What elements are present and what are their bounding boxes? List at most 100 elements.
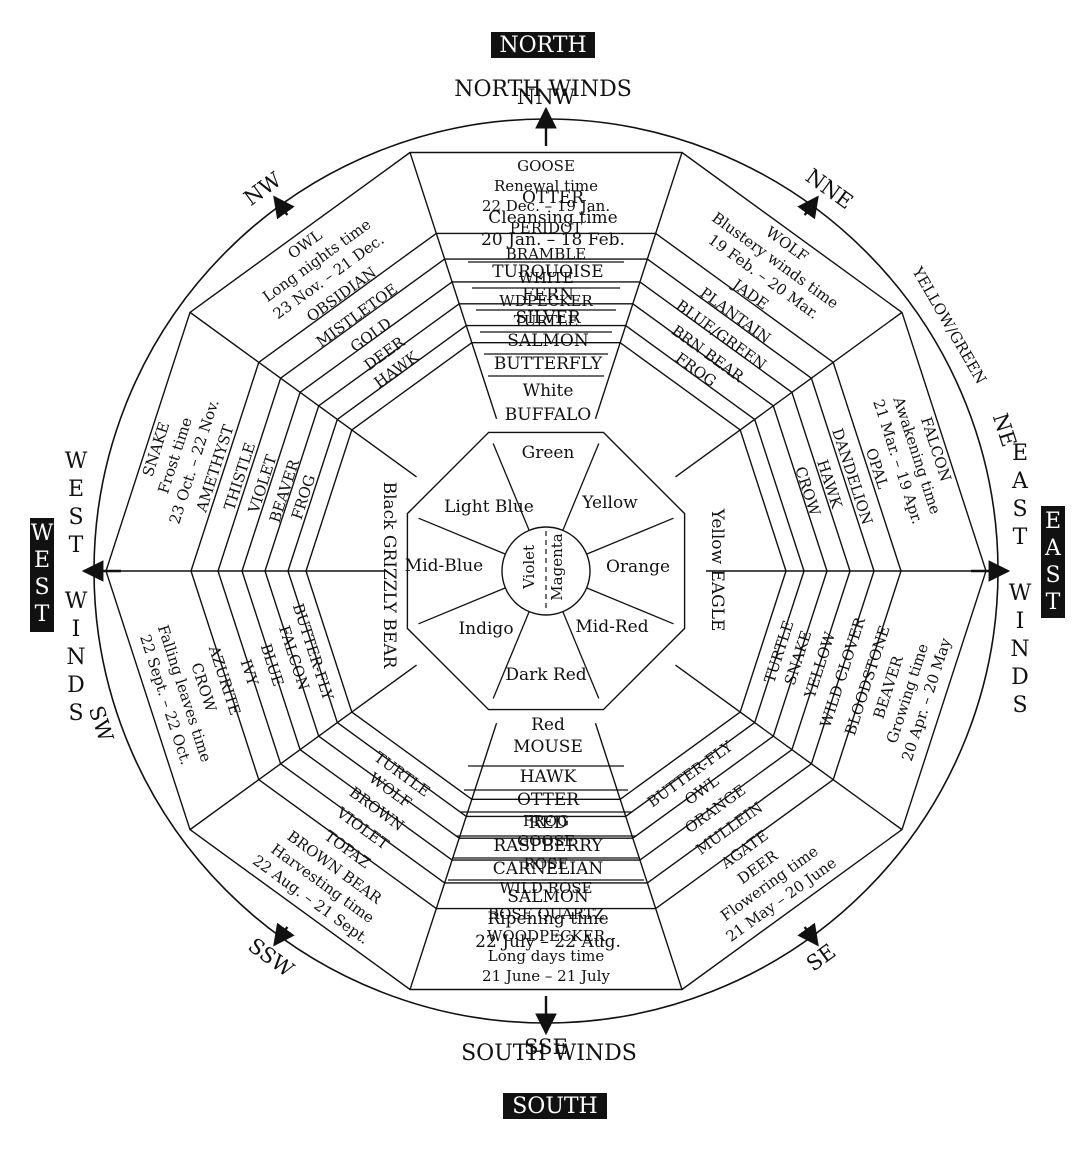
spoke-7 — [189, 664, 417, 831]
colour-ring-7: Light Blue — [444, 497, 534, 517]
sector-9-direction: NNW — [517, 85, 576, 109]
sse-arrow — [797, 922, 819, 947]
east-winds-char-6: I — [1016, 609, 1025, 634]
south-winds-label: SOUTH WINDS — [461, 1041, 637, 1066]
north-ring-3: SALMON — [507, 331, 589, 351]
sector-4-ring-1: WILD ROSE — [500, 879, 593, 897]
west-winds-char-5: W — [65, 589, 88, 614]
south-ring-2: RED — [529, 813, 568, 833]
east-badge-char-3: T — [1046, 590, 1061, 615]
south-ring-1: RASPBERRY — [493, 836, 603, 856]
west-winds-char-1: E — [68, 477, 84, 502]
east-winds-char-8: D — [1011, 665, 1029, 690]
sector-4-direction: SSE — [524, 1035, 568, 1059]
east-winds-char-1: A — [1011, 469, 1029, 494]
east-winds-char-3: T — [1013, 525, 1028, 550]
north-head-0: OTTER — [522, 188, 585, 208]
east-winds-char-5: W — [1009, 581, 1032, 606]
sector-4-ring-3: GOOSE — [517, 832, 575, 850]
sector-4-head-1: Long days time — [488, 947, 605, 965]
svg-text:NORTH: NORTH — [499, 33, 586, 58]
spoke-5 — [594, 722, 683, 990]
west-winds-char-6: I — [72, 617, 81, 642]
nne-arrow — [797, 195, 819, 220]
octagon-spoke-6 — [418, 517, 506, 555]
nnw-arrow — [273, 195, 295, 220]
south-ring-0: CARNELIAN — [493, 859, 604, 879]
colour-ring-6: Mid-Blue — [405, 556, 483, 576]
octagon-spoke-0 — [562, 443, 600, 531]
north-ring-4: BUTTERFLY — [494, 354, 603, 374]
octagon-spoke-3 — [562, 611, 600, 699]
sector-9-ring-1: BRAMBLE — [506, 245, 586, 263]
guardian-north-a: White — [523, 381, 574, 401]
sector-6-direction: SW — [84, 703, 118, 745]
centre-right: Magenta — [548, 533, 566, 600]
spoke-1 — [594, 152, 683, 420]
colour-ring-2: Orange — [606, 557, 670, 577]
center-circle — [501, 526, 591, 616]
sector-4-ring-4: FROG — [523, 812, 569, 830]
octagon-spoke-5 — [418, 587, 506, 625]
west-badge-char-3: T — [35, 602, 50, 627]
sector-6-ring-1: IVY — [237, 657, 263, 689]
sector-9-ring-0: PERIDOT — [510, 219, 583, 237]
north-ring-0: TURQUOISE — [492, 262, 603, 282]
east-winds-char-0: E — [1012, 441, 1028, 466]
colour-ring-4: Dark Red — [505, 665, 586, 685]
sector-9-head-0: GOOSE — [517, 157, 575, 175]
octagon-spoke-4 — [492, 611, 530, 699]
sector-9-head-1: Renewal time — [494, 177, 598, 195]
south-head-0: SALMON — [507, 887, 589, 907]
guardian-south-b: MOUSE — [513, 737, 583, 757]
spoke-0 — [409, 152, 498, 420]
west-winds-char-0: W — [65, 449, 88, 474]
south-ring-3: OTTER — [517, 790, 580, 810]
west-badge-char-1: E — [34, 548, 50, 573]
sector-4-head-0: WOODPECKER — [487, 927, 606, 945]
north-ring-2: SILVER — [515, 308, 581, 328]
colour-ring-1: Yellow — [581, 493, 638, 513]
sector-3-direction: SE — [802, 939, 840, 976]
guardian-north-b: BUFFALO — [505, 405, 591, 425]
inner-octagon — [406, 431, 686, 711]
north-winds-label: NORTH WINDS — [454, 77, 632, 102]
ring-line-0 — [105, 151, 987, 991]
south-head-2: 22 July – 22 Aug. — [475, 932, 621, 952]
spoke-2 — [675, 311, 903, 478]
west-winds-char-3: T — [69, 533, 84, 558]
colour-ring-0: Green — [522, 443, 575, 463]
sector-9-ring-3: WDPECKER — [499, 292, 593, 310]
west-winds-char-8: D — [67, 673, 85, 698]
guardian-south-a: Red — [531, 715, 565, 735]
south-ring-4: HAWK — [520, 767, 577, 787]
north-head-2: 20 Jan. – 18 Feb. — [481, 230, 625, 250]
sector-4-head-2: 21 June – 21 July — [482, 967, 610, 985]
west-badge-char-0: W — [31, 521, 54, 546]
sector-9-ring-2: WHITE — [518, 269, 573, 287]
sector-5-direction: SSW — [244, 933, 299, 982]
east-badge-char-2: S — [1045, 563, 1060, 588]
guardian-east: Yellow EAGLE — [707, 508, 727, 632]
east-winds-char-2: S — [1012, 497, 1027, 522]
north-head-1: Cleansing time — [488, 208, 617, 228]
east-badge-char-0: E — [1045, 509, 1061, 534]
spoke-9 — [189, 311, 417, 478]
south-head-1: Ripening time — [487, 909, 608, 929]
sector-4-ring-2: ROSE — [524, 855, 569, 873]
colour-ring-5: Indigo — [458, 619, 513, 639]
north-badge: NORTH — [491, 32, 595, 58]
octagon-spoke-7 — [492, 443, 530, 531]
sector-9-ring-4: TURTLE — [514, 312, 579, 330]
svg-text:SOUTH: SOUTH — [512, 1094, 598, 1119]
centre-left: Violet — [520, 545, 538, 590]
sector-4-ring-0: ROSE QUARTZ — [488, 905, 604, 923]
spoke-4 — [675, 664, 903, 831]
spoke-6 — [409, 722, 498, 990]
west-winds-char-2: S — [68, 505, 83, 530]
